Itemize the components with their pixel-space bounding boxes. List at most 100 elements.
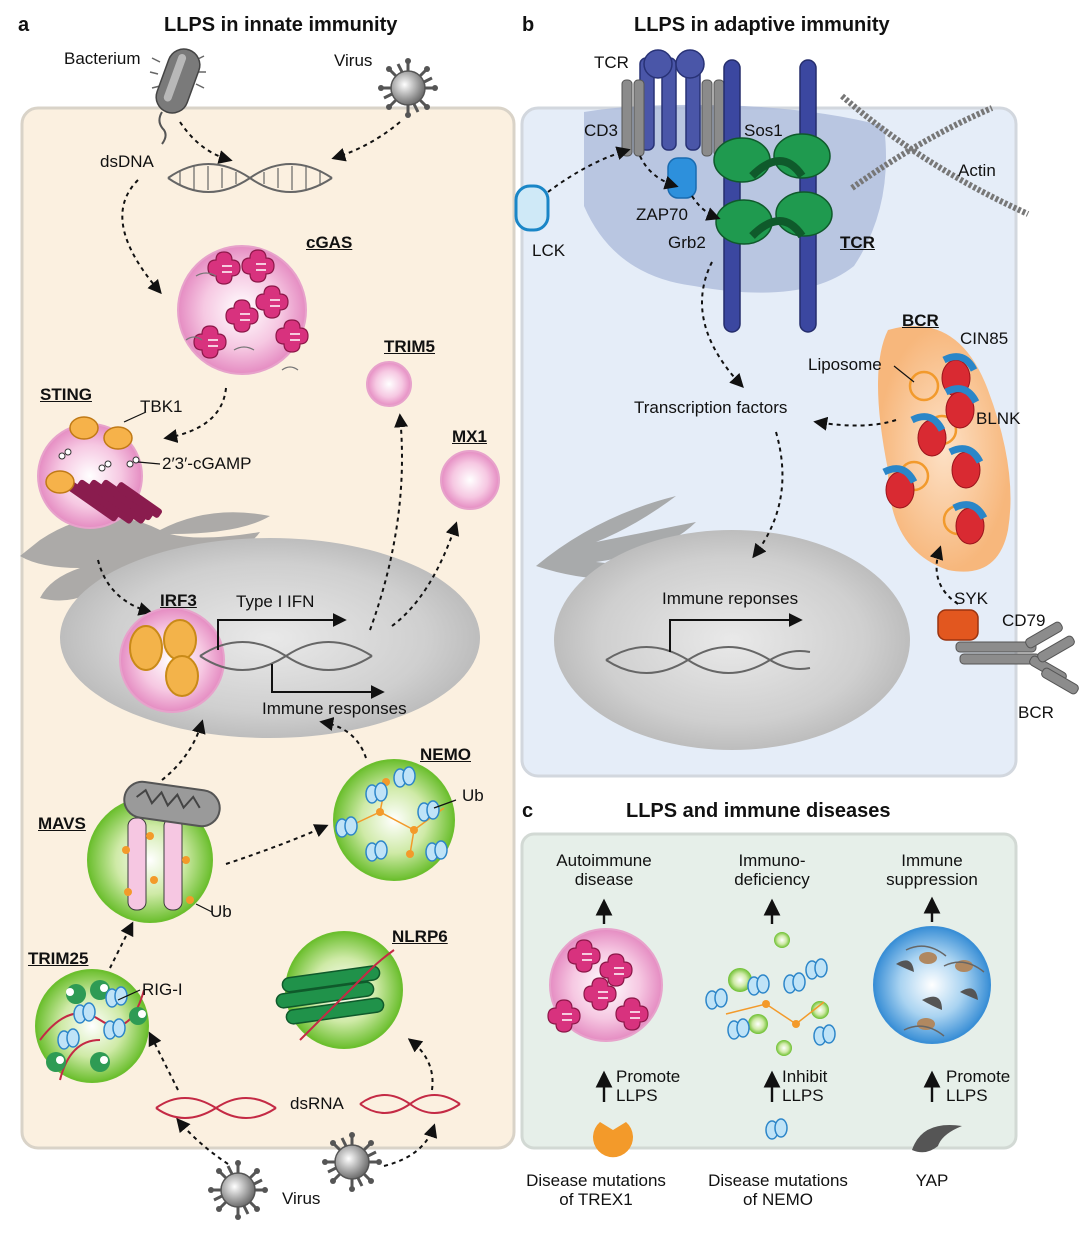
label-nemo: NEMO [420,745,471,764]
label-sting: STING [40,385,92,404]
label-immune-responses: Immune responses [262,699,407,718]
label-virus-top: Virus [334,51,373,70]
cgas-droplet [177,245,309,375]
label-syk: SYK [954,589,989,608]
mx1-droplet [440,450,500,510]
arrow-cgas-sting [163,387,227,443]
arrow-trim25-mavs [109,921,134,969]
label-ub-nemo: Ub [462,786,484,805]
panel-a-letter: a [18,14,30,36]
arrow-bacterium-dsdna [179,121,233,164]
tcr-receptor [621,49,725,157]
nlrp6-droplet [275,931,403,1049]
label-bacterium: Bacterium [64,49,141,68]
arrow-dsdna-cgas [121,179,162,295]
label-blnk: BLNK [976,409,1021,428]
arrow-mavs-nemo [225,824,329,865]
arrow-lck-cd3 [547,146,631,193]
sting-droplet [37,416,162,529]
cin85-blnk-complex [882,353,988,545]
label-tbk1: TBK1 [140,397,183,416]
panel-a-title: LLPS in innate immunity [164,14,398,36]
label-mavs: MAVS [38,814,86,833]
label-cgamp: 2′3′-cGAMP [162,454,252,473]
disease-droplet-trex1 [547,928,663,1042]
dsrna-right [359,1094,461,1114]
panel-c-letter: c [522,800,534,822]
panel-c-title: LLPS and immune diseases [626,800,891,822]
lck-protein [514,184,550,232]
er-membrane-adaptive [536,496,696,580]
dsrna-left [155,1097,277,1119]
label-cgas: cGAS [306,233,353,252]
panel-b-title: LLPS in adaptive immunity [634,14,890,36]
nucleus-adaptive [554,530,910,750]
mavs-droplet [87,797,213,923]
arrow-dsrna-nlrp6 [407,1038,434,1091]
ub-mavs-pointer [195,903,213,913]
label-nlrp6: NLRP6 [392,927,448,946]
disease-cluster-nemo [705,932,836,1056]
arrow-to-mx1 [391,521,460,627]
label-liposome: Liposome [808,355,882,374]
label-tcr-top: TCR [594,53,629,72]
disease-droplet-yap [873,926,991,1044]
label-tcr-cluster: TCR [840,233,875,252]
virus-icon-bottom-left [206,1158,270,1222]
actin-filaments [840,93,1030,217]
nemo-droplet [333,759,455,881]
liposome-pointer [893,365,915,383]
bcr-receptor [955,621,1079,695]
label-irf3: IRF3 [160,591,197,610]
arrow-to-trim5 [369,413,409,631]
label-type-i-ifn: Type I IFN [236,592,315,611]
label-cd79: CD79 [1002,611,1046,630]
gene-dna-innate [199,641,373,671]
label-actin: Actin [958,161,996,180]
label-trim5: TRIM5 [384,337,435,356]
syk-protein [937,609,979,641]
bacterium-icon [149,48,206,145]
label-rig-i: RIG-I [142,980,183,999]
disease-panel-bg [520,832,1018,1150]
col2-outcome: Immuno-deficiency [734,851,810,889]
label-cin85: CIN85 [960,329,1009,348]
label-grb2: Grb2 [668,233,706,252]
virus-icon-top [376,56,440,120]
label-sos1: Sos1 [744,121,783,140]
trim5-droplet [366,361,412,407]
virus-icon-bottom-right [320,1130,384,1194]
up-arrows-panel-c [595,896,941,1102]
arrow-immune-reponses [669,613,803,652]
label-virus-bottom: Virus [282,1189,321,1208]
label-ub-mavs: Ub [210,902,232,921]
nemo-mutation-icon [765,1118,788,1140]
cgamp-pointer [137,461,161,465]
label-bcr-cluster: BCR [902,311,939,330]
arrow-dsrna-trim25 [148,1031,179,1091]
arrow-cd3-zap70 [639,155,679,190]
label-trim25: TRIM25 [28,949,89,968]
mitochondrion-icon [123,780,221,828]
arrow-zap70-grb2 [691,195,721,221]
label-cd3: CD3 [584,121,619,140]
trim25-droplet [35,969,149,1083]
arrow-immune-responses [271,664,385,699]
arrow-mavs-irf3 [161,719,206,781]
label-zap70: ZAP70 [636,205,688,224]
irf3-droplet [119,607,225,713]
label-dsdna: dsDNA [100,152,154,171]
arrow-bcr-transcription [813,416,897,431]
zap70-protein [667,157,697,199]
ub-nemo-pointer [433,799,457,809]
label-dsrna: dsRNA [290,1094,344,1113]
label-bcr-bottom: BCR [1018,703,1054,722]
